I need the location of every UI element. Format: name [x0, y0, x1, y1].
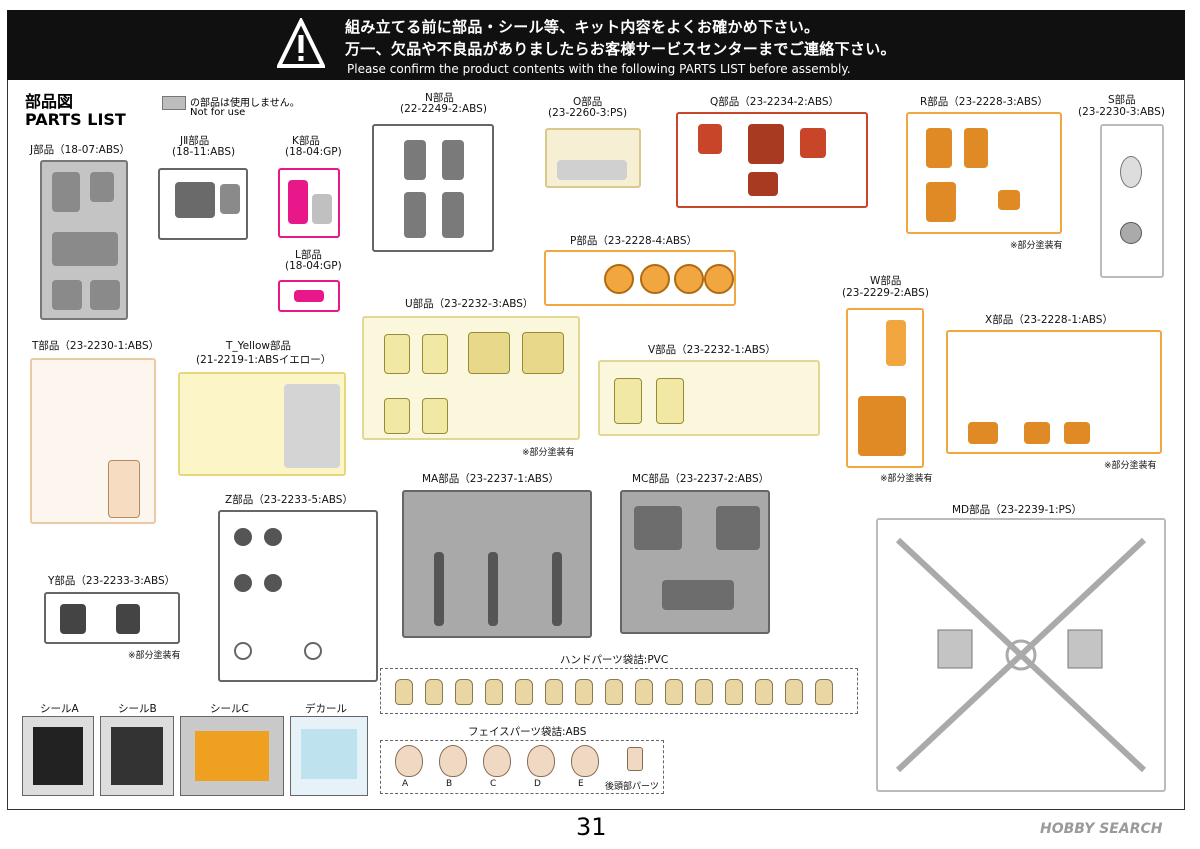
legend-text-en: Not for use [190, 107, 246, 118]
note-x: ※部分塗装有 [1104, 461, 1157, 471]
runner-u-label: U部品（23-2232-3:ABS） [405, 298, 534, 310]
runner-q-label: Q部品（23-2234-2:ABS） [710, 96, 840, 108]
runner-s-code: (23-2230-3:ABS) [1078, 106, 1165, 118]
runner-w [846, 308, 924, 468]
runner-s [1100, 124, 1164, 278]
runner-s-label: S部品 [1108, 94, 1136, 106]
runner-k [278, 168, 340, 238]
runner-n-label: N部品 [425, 92, 454, 104]
runner-u [362, 316, 580, 440]
sticker-a [22, 716, 94, 796]
runner-j2-label: JⅡ部品 [180, 135, 210, 147]
runner-p [544, 250, 736, 306]
sticker-b-label: シールB [118, 703, 157, 715]
runner-l-label: L部品 [295, 249, 322, 261]
runner-j [40, 160, 128, 320]
watermark: HOBBY SEARCH [1040, 821, 1163, 837]
page-title-en: PARTS LIST [25, 110, 126, 129]
runner-o-code: (23-2260-3:PS) [548, 107, 628, 119]
faces-bag: A B C D E 後頭部パーツ [380, 740, 664, 794]
runner-j2-code: (18-11:ABS) [172, 146, 236, 158]
runner-k-label: K部品 [292, 135, 320, 147]
runner-z [218, 510, 378, 682]
runner-mc-label: MC部品（23-2237-2:ABS） [632, 473, 770, 485]
runner-md-frame [895, 537, 1147, 773]
runner-w-label: W部品 [870, 275, 902, 287]
sticker-c-label: シールC [210, 703, 249, 715]
note-u: ※部分塗装有 [522, 448, 575, 458]
sticker-c [180, 716, 284, 796]
runner-ma-label: MA部品（23-2237-1:ABS） [422, 473, 559, 485]
face-b-label: B [446, 779, 453, 789]
face-a-label: A [402, 779, 409, 789]
note-r: ※部分塗装有 [1010, 241, 1063, 251]
runner-x [946, 330, 1162, 454]
runner-t-yellow [178, 372, 346, 476]
parts-sheet [7, 80, 1185, 810]
hands-bag [380, 668, 858, 714]
runner-ty-label: T_Yellow部品 [226, 340, 291, 352]
runner-ma [402, 490, 592, 638]
runner-q [676, 112, 868, 208]
runner-p-label: P部品（23-2228-4:ABS） [570, 235, 698, 247]
runner-k-code: (18-04:GP) [285, 146, 342, 158]
decal-sheet [290, 716, 368, 796]
runner-w-code: (23-2229-2:ABS) [842, 287, 929, 299]
face-d-label: D [534, 779, 541, 789]
page-number: 31 [576, 813, 607, 841]
runner-n-code: (22-2249-2:ABS) [400, 103, 487, 115]
runner-md-label: MD部品（23-2239-1:PS） [952, 504, 1083, 516]
runner-n [372, 124, 494, 252]
runner-j-label: J部品（18-07:ABS） [30, 144, 131, 156]
runner-t-label: T部品（23-2230-1:ABS） [32, 340, 160, 352]
page-title-jp: 部品図 [25, 92, 74, 111]
warning-banner: 組み立てる前に部品・シール等、キット内容をよくお確かめ下さい。 万一、欠品や不良… [7, 10, 1185, 80]
runner-o [545, 128, 641, 188]
runner-x-label: X部品（23-2228-1:ABS） [985, 314, 1113, 326]
note-w: ※部分塗装有 [880, 474, 933, 484]
runner-v [598, 360, 820, 436]
back-head-label: 後頭部パーツ [605, 782, 659, 792]
runner-mc [620, 490, 770, 634]
face-e-label: E [578, 779, 584, 789]
banner-line-1: 組み立てる前に部品・シール等、キット内容をよくお確かめ下さい。 [345, 18, 820, 36]
note-y: ※部分塗装有 [128, 651, 181, 661]
runner-j2 [158, 168, 248, 240]
faces-label: フェイスパーツ袋詰:ABS [468, 726, 587, 738]
runner-ty-code: (21-2219-1:ABSイエロー） [196, 354, 332, 366]
runner-md [876, 518, 1166, 792]
runner-y [44, 592, 180, 644]
hands-label: ハンドパーツ袋詰:PVC [560, 654, 669, 666]
runner-r-label: R部品（23-2228-3:ABS） [920, 96, 1049, 108]
sticker-a-label: シールA [40, 703, 79, 715]
runner-v-label: V部品（23-2232-1:ABS） [648, 344, 776, 356]
sticker-b [100, 716, 174, 796]
legend-swatch [162, 96, 186, 110]
runner-t [30, 358, 156, 524]
runner-z-label: Z部品（23-2233-5:ABS） [225, 494, 353, 506]
runner-y-label: Y部品（23-2233-3:ABS） [48, 575, 176, 587]
runner-o-label: O部品 [573, 96, 603, 108]
banner-line-2: 万一、欠品や不良品がありましたらお客様サービスセンターまでご連絡下さい。 [345, 40, 896, 58]
legend-text-jp: の部品は使用しません。 [190, 98, 300, 109]
warning-icon [277, 18, 325, 68]
banner-line-3: Please confirm the product contents with… [347, 62, 851, 76]
decal-label: デカール [305, 703, 347, 715]
runner-r [906, 112, 1062, 234]
face-c-label: C [490, 779, 497, 789]
runner-l-code: (18-04:GP) [285, 260, 342, 272]
runner-l [278, 280, 340, 312]
